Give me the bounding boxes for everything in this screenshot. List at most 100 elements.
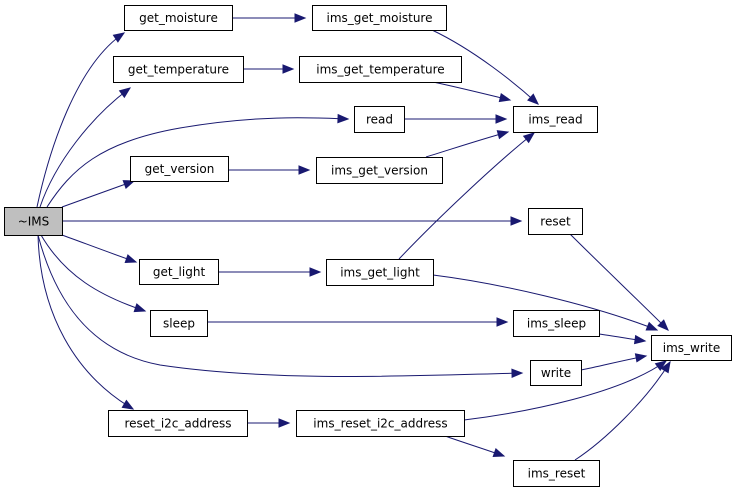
- node-get_version[interactable]: get_version: [130, 156, 229, 182]
- node-box[interactable]: [108, 410, 248, 437]
- arrowhead-icon: [522, 132, 536, 144]
- node-ims_get_light[interactable]: ims_get_light: [326, 259, 434, 286]
- node-box[interactable]: [139, 259, 219, 285]
- node-box[interactable]: [296, 410, 465, 437]
- node-write[interactable]: write: [530, 360, 582, 386]
- arrowhead-icon: [660, 360, 671, 374]
- edge-ims_get_temperature-to-ims_read: [432, 81, 512, 103]
- node-reset[interactable]: reset: [528, 208, 583, 235]
- node-box[interactable]: [130, 156, 229, 182]
- node-read[interactable]: read: [354, 106, 405, 133]
- node-ims_write[interactable]: ims_write: [651, 335, 732, 361]
- node-box[interactable]: [4, 207, 63, 236]
- node-label: ims_read: [528, 113, 582, 127]
- node-label: ims_reset: [528, 467, 586, 481]
- arrowhead-icon: [527, 93, 539, 105]
- node-box[interactable]: [312, 5, 447, 31]
- arrowhead-icon: [294, 13, 307, 23]
- node-sleep[interactable]: sleep: [150, 310, 208, 337]
- arrowhead-icon: [118, 87, 132, 99]
- node-box[interactable]: [513, 460, 600, 487]
- arrowhead-icon: [124, 254, 138, 264]
- edge-ims_destructor-to-reset: [62, 216, 523, 226]
- edge-ims_destructor-to-get_version: [61, 180, 136, 208]
- edge-line: [40, 234, 146, 312]
- edge-line: [37, 234, 523, 377]
- arrowhead-icon: [309, 267, 322, 277]
- edge-write-to-ims_write: [580, 353, 648, 371]
- arrowhead-icon: [298, 165, 311, 175]
- node-box[interactable]: [113, 56, 244, 83]
- edge-line: [39, 87, 131, 208]
- edge-reset_i2c_address-to-ims_reset_i2c_address: [247, 418, 291, 428]
- edge-read-to-ims_read: [403, 114, 508, 124]
- edge-ims_destructor-to-get_moisture: [36, 32, 126, 208]
- edge-line: [36, 32, 125, 208]
- arrowhead-icon: [511, 368, 524, 378]
- node-ims_reset_i2c_address[interactable]: ims_reset_i2c_address: [296, 410, 465, 437]
- node-ims_read[interactable]: ims_read: [513, 106, 598, 133]
- node-box[interactable]: [513, 106, 598, 133]
- edge-ims_destructor-to-get_temperature: [39, 87, 132, 208]
- arrowhead-icon: [133, 303, 147, 313]
- edge-ims_get_version-to-ims_read: [425, 130, 510, 158]
- node-reset_i2c_address[interactable]: reset_i2c_address: [108, 410, 248, 437]
- node-label: get_light: [153, 265, 206, 279]
- node-ims_reset[interactable]: ims_reset: [513, 460, 600, 487]
- node-box[interactable]: [513, 310, 600, 337]
- node-layer: ~IMS get_moisture ims_get_moisture get_temp…: [4, 5, 732, 487]
- node-box[interactable]: [299, 56, 462, 83]
- edge-ims_get_light-to-ims_read: [398, 132, 536, 260]
- edge-ims_reset-to-ims_write: [574, 360, 671, 461]
- arrowhead-icon: [121, 399, 135, 410]
- edge-line: [61, 180, 135, 208]
- arrowhead-icon: [122, 180, 136, 190]
- node-ims_get_moisture[interactable]: ims_get_moisture: [312, 5, 447, 31]
- edge-ims_destructor-to-sleep: [40, 234, 147, 313]
- edge-sleep-to-ims_sleep: [207, 317, 509, 327]
- arrowhead-icon: [337, 113, 350, 124]
- node-label: get_moisture: [139, 11, 218, 25]
- node-box[interactable]: [150, 310, 208, 337]
- node-label: read: [366, 113, 393, 127]
- edge-ims_destructor-to-get_light: [61, 234, 138, 264]
- node-ims_get_temperature[interactable]: ims_get_temperature: [299, 56, 462, 83]
- edge-ims_get_moisture-to-ims_read: [431, 29, 539, 105]
- arrowhead-icon: [496, 317, 509, 327]
- node-label: ims_get_light: [340, 266, 420, 280]
- node-ims_destructor[interactable]: ~IMS: [4, 207, 63, 236]
- node-box[interactable]: [651, 335, 732, 361]
- node-get_moisture[interactable]: get_moisture: [124, 5, 233, 31]
- arrowhead-icon: [654, 360, 668, 372]
- node-label: ims_get_moisture: [327, 11, 433, 25]
- node-box[interactable]: [354, 106, 405, 133]
- edge-line: [46, 117, 349, 208]
- edge-line: [569, 233, 669, 331]
- edge-line: [431, 29, 539, 105]
- node-box[interactable]: [528, 208, 583, 235]
- node-box[interactable]: [316, 157, 443, 184]
- edge-get_moisture-to-ims_get_moisture: [233, 13, 307, 23]
- node-box[interactable]: [326, 259, 434, 286]
- node-box[interactable]: [124, 5, 233, 31]
- edge-line: [425, 131, 509, 158]
- arrowhead-icon: [278, 418, 291, 428]
- edge-reset-to-ims_write: [569, 233, 669, 331]
- node-get_light[interactable]: get_light: [139, 259, 219, 285]
- node-label: reset: [540, 215, 571, 229]
- arrowhead-icon: [657, 319, 669, 331]
- edge-ims_sleep-to-ims_write: [598, 333, 647, 345]
- node-ims_get_version[interactable]: ims_get_version: [316, 157, 443, 184]
- arrowhead-icon: [495, 114, 508, 124]
- arrowhead-icon: [282, 64, 295, 74]
- node-get_temperature[interactable]: get_temperature: [113, 56, 244, 83]
- node-label: get_temperature: [128, 63, 229, 77]
- edge-ims_reset_i2c_address-to-ims_write: [463, 360, 668, 421]
- arrowhead-icon: [633, 334, 647, 345]
- node-ims_sleep[interactable]: ims_sleep: [513, 310, 600, 337]
- edge-get_temperature-to-ims_get_temperature: [243, 64, 295, 74]
- node-label: ims_get_temperature: [316, 63, 444, 77]
- edge-ims_destructor-to-read: [46, 113, 350, 208]
- node-box[interactable]: [530, 360, 582, 386]
